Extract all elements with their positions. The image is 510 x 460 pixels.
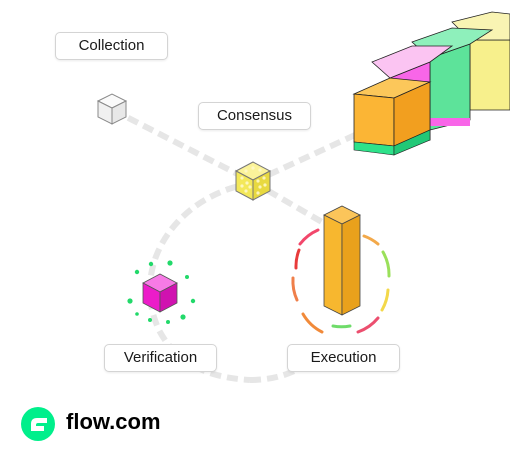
footer: flow.com [20,402,161,442]
path-collection-consensus [111,107,255,185]
consensus-cube-icon [234,161,272,201]
network-paths [111,107,357,383]
execution-ring [291,228,391,334]
execution-bar-icon [323,205,361,316]
collection-cube-icon [96,93,128,125]
consensus-label: Consensus [198,102,311,130]
execution-label: Execution [287,344,400,372]
verification-label: Verification [104,344,217,372]
path-loop-bottom [249,355,317,383]
collection-label: Collection [55,32,168,60]
verification-cube-icon [142,273,178,313]
blockchain-blocks [352,11,510,156]
flow-logo-icon [21,407,55,441]
path-loop-left [147,180,254,383]
block-1 [352,77,432,156]
verification-dots [127,260,196,324]
path-consensus-execution [251,179,324,225]
logo-text[interactable]: flow.com [66,409,161,434]
